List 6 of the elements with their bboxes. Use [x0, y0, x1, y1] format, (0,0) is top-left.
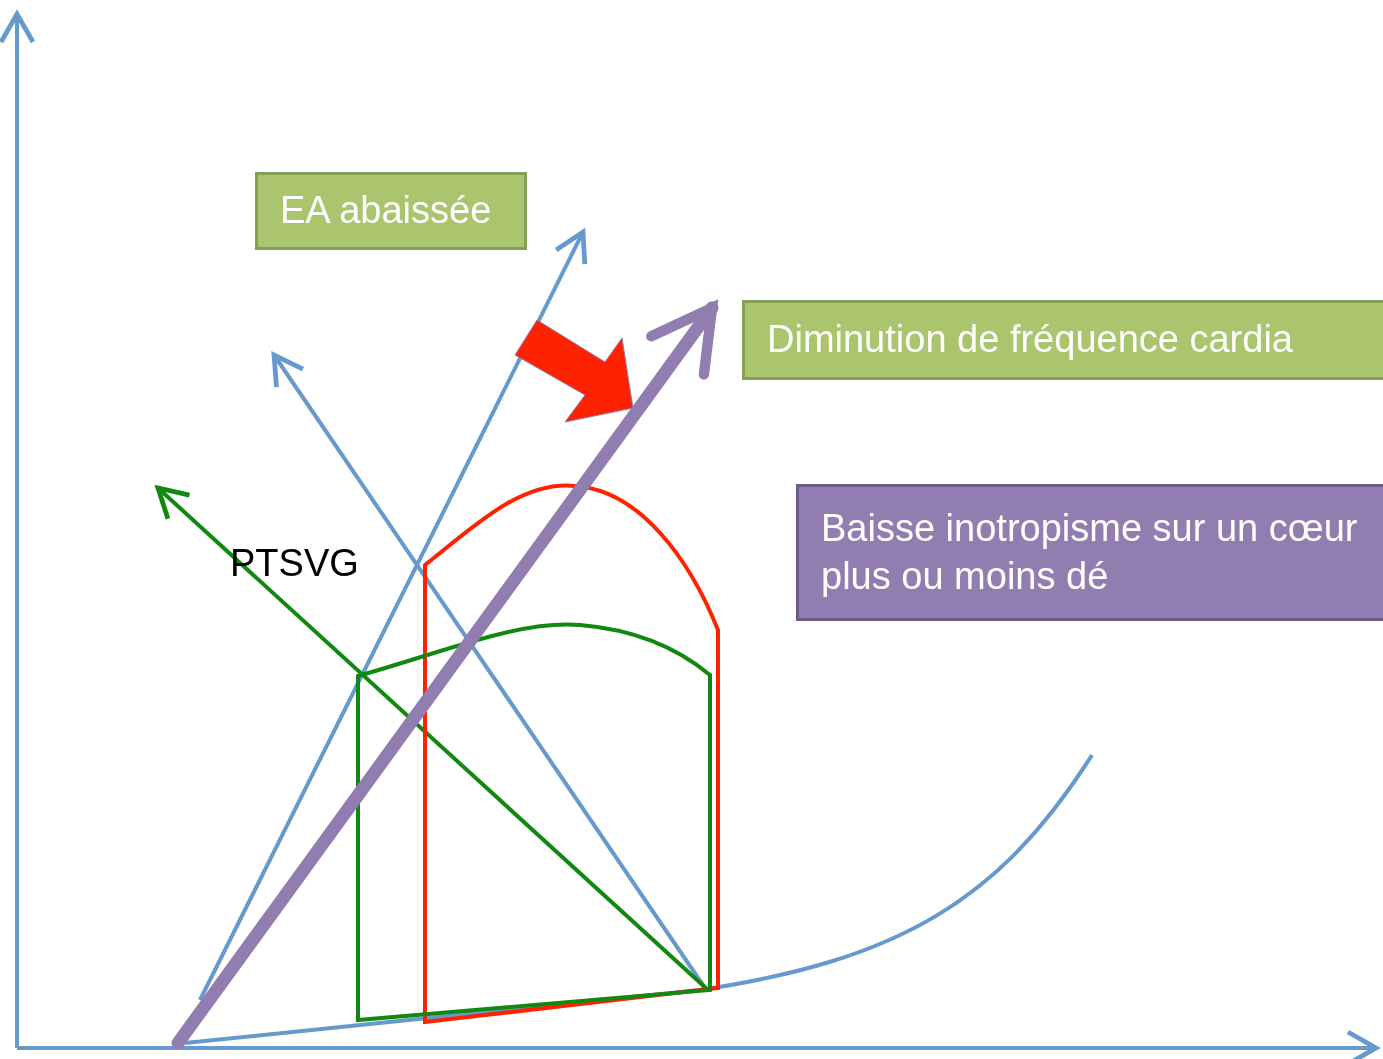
label-box — [742, 300, 1383, 380]
box-text: Baisse inotropisme sur un cœur plus ou moins dé — [821, 506, 1359, 599]
label-box — [255, 172, 527, 250]
box-text: Diminution de fréquence cardia — [767, 317, 1294, 363]
box-text: EA abaissée — [280, 188, 493, 234]
label-box — [796, 484, 1383, 621]
